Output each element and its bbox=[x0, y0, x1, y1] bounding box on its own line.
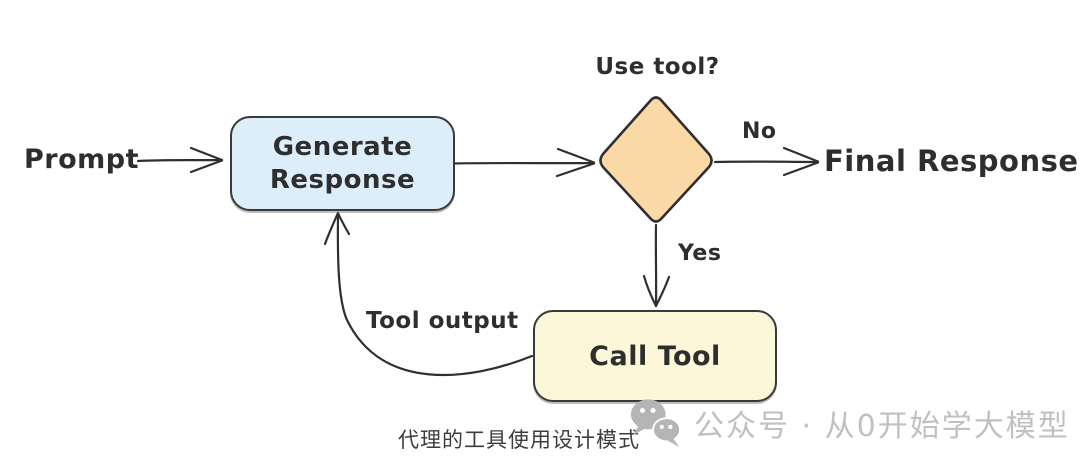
node-final-response: Final Response bbox=[824, 144, 1079, 178]
generate-response-label: Generate Response bbox=[269, 132, 416, 195]
node-call-tool: Call Tool bbox=[533, 310, 777, 402]
decision-diamond bbox=[599, 96, 713, 223]
diagram-caption: 代理的工具使用设计模式 bbox=[398, 428, 640, 452]
wechat-icon bbox=[630, 399, 682, 448]
node-generate-response: Generate Response bbox=[230, 116, 455, 211]
arrow-decision-to-calltool bbox=[642, 223, 671, 308]
node-prompt: Prompt bbox=[24, 144, 140, 175]
arrow-calltool-to-generate bbox=[323, 211, 534, 377]
watermark-text: 公众号 · 从0开始学大模型 bbox=[694, 409, 1070, 444]
arrow-decision-to-final bbox=[713, 146, 820, 177]
edge-label-tool-output: Tool output bbox=[366, 308, 519, 334]
edge-label-yes: Yes bbox=[678, 241, 722, 266]
edge-label-no: No bbox=[742, 119, 777, 144]
watermark: 公众号 · 从0开始学大模型 bbox=[626, 396, 1070, 450]
arrow-generate-to-decision bbox=[450, 147, 596, 178]
decision-label-use-tool: Use tool? bbox=[595, 54, 720, 80]
arrow-prompt-to-generate bbox=[136, 146, 224, 174]
call-tool-label: Call Tool bbox=[589, 340, 721, 372]
